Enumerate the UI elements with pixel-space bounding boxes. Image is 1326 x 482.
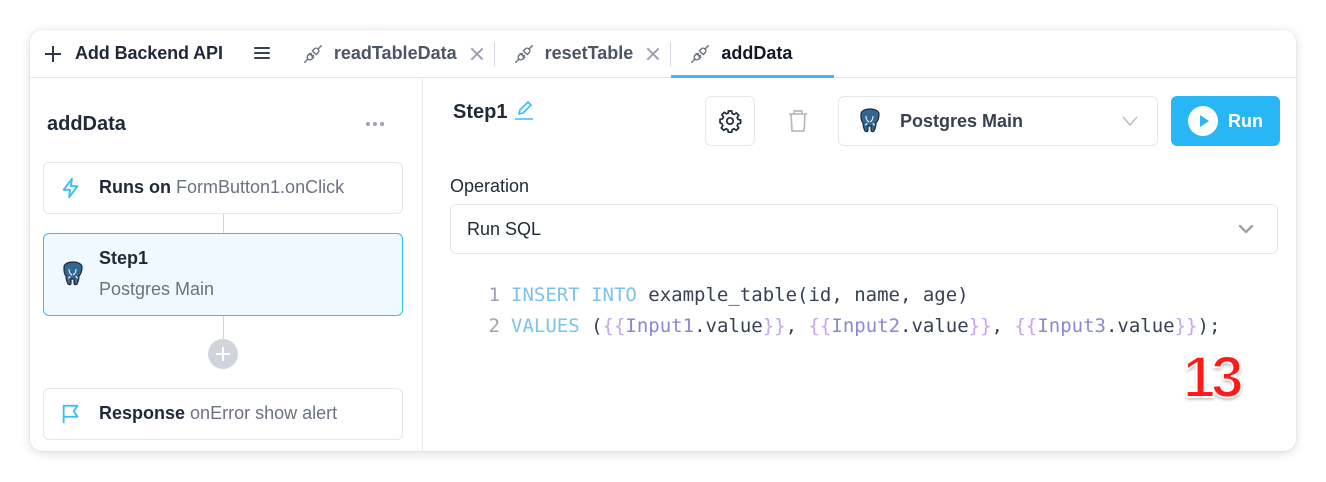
- step-node-title: Step1: [99, 248, 149, 268]
- connector-line: [223, 212, 224, 234]
- template-var: Input3: [1037, 315, 1106, 337]
- response-label: Response: [99, 403, 186, 423]
- tab-label: addData: [721, 43, 793, 63]
- code-line: 2 VALUES ({{Input1.value}}, {{Input2.val…: [476, 311, 1221, 342]
- delete-button[interactable]: [780, 103, 816, 139]
- plug-icon: [691, 44, 710, 63]
- template-brace: }}: [762, 315, 786, 337]
- sql-keyword: INSERT: [511, 284, 580, 306]
- close-icon[interactable]: [646, 47, 660, 61]
- code-text: (: [579, 315, 603, 337]
- code-text: );: [1197, 315, 1221, 337]
- api-editor-card: Add Backend API readTableData resetTable: [30, 30, 1296, 451]
- code-text: .value: [900, 315, 969, 337]
- play-icon: [1188, 106, 1218, 136]
- line-number: 1: [488, 284, 500, 306]
- code-line: 1 INSERT INTO example_table(id, name, ag…: [476, 280, 1220, 311]
- run-button[interactable]: Run: [1171, 96, 1280, 146]
- trigger-node[interactable]: Runs on FormButton1.onClick: [43, 162, 403, 214]
- operation-select-value: Run SQL: [467, 219, 542, 239]
- sql-keyword: INTO: [591, 284, 637, 306]
- workflow-title: addData: [47, 113, 126, 135]
- lightning-icon: [62, 177, 79, 199]
- plus-icon: [44, 45, 62, 63]
- template-brace: {{: [808, 315, 832, 337]
- step-number-badge: 13: [1182, 345, 1244, 410]
- template-brace: }}: [968, 315, 992, 337]
- step-editor: Step1 Postgres Main: [424, 79, 1296, 451]
- tab-bar: Add Backend API readTableData resetTable: [30, 30, 1296, 78]
- postgres-icon: [860, 108, 880, 133]
- plug-icon: [514, 44, 533, 63]
- tab-label: readTableData: [333, 43, 457, 63]
- add-step-button[interactable]: [208, 339, 238, 369]
- response-value: onError show alert: [190, 403, 338, 423]
- code-text: .value: [694, 315, 763, 337]
- add-backend-api-label: Add Backend API: [75, 43, 223, 63]
- tab-addData[interactable]: addData: [671, 30, 835, 78]
- workflow-panel: addData Runs on FormButton1.onClick Step…: [30, 79, 423, 451]
- add-backend-api-button[interactable]: Add Backend API: [44, 43, 223, 64]
- chevron-down-icon: [1122, 116, 1138, 127]
- sql-keyword: VALUES: [511, 315, 580, 337]
- pencil-icon[interactable]: [514, 99, 534, 121]
- step-node[interactable]: Step1 Postgres Main: [43, 233, 403, 316]
- flag-icon: [62, 404, 79, 424]
- more-options-icon[interactable]: [366, 122, 384, 126]
- template-brace: }}: [1174, 315, 1198, 337]
- tab-divider: [493, 41, 495, 66]
- code-text: ,: [991, 315, 1015, 337]
- operation-select[interactable]: Run SQL: [450, 204, 1278, 254]
- sql-editor[interactable]: 1 INSERT INTO example_table(id, name, ag…: [476, 280, 1221, 342]
- gear-icon: [719, 110, 742, 133]
- step-node-resource: Postgres Main: [99, 279, 215, 299]
- plug-icon: [303, 44, 322, 63]
- code-text: example_table(id, name, age): [636, 284, 969, 306]
- tab-readTableData[interactable]: readTableData: [302, 30, 484, 78]
- settings-button[interactable]: [705, 96, 755, 146]
- template-var: Input2: [831, 315, 901, 337]
- tab-label: resetTable: [544, 43, 634, 63]
- resource-select[interactable]: Postgres Main: [838, 96, 1158, 146]
- code-text: ,: [785, 315, 809, 337]
- menu-icon[interactable]: [253, 47, 270, 60]
- step-title: Step1: [453, 101, 508, 123]
- template-brace: {{: [1014, 315, 1038, 337]
- run-label: Run: [1228, 110, 1263, 131]
- code-text: .value: [1105, 315, 1175, 337]
- operation-label: Operation: [450, 176, 530, 196]
- connector-line: [223, 316, 224, 340]
- line-number: 2: [488, 315, 500, 337]
- template-brace: {{: [602, 315, 626, 337]
- close-icon[interactable]: [470, 47, 484, 61]
- postgres-icon: [63, 261, 83, 286]
- tab-divider: [670, 41, 672, 66]
- tab-resetTable[interactable]: resetTable: [513, 30, 661, 78]
- response-node[interactable]: Response onError show alert: [43, 388, 403, 440]
- trash-icon: [789, 110, 807, 132]
- resource-select-value: Postgres Main: [900, 111, 1024, 131]
- chevron-down-icon: [1238, 224, 1254, 234]
- trigger-value: FormButton1.onClick: [176, 177, 345, 197]
- trigger-label: Runs on: [99, 177, 171, 197]
- template-var: Input1: [625, 315, 695, 337]
